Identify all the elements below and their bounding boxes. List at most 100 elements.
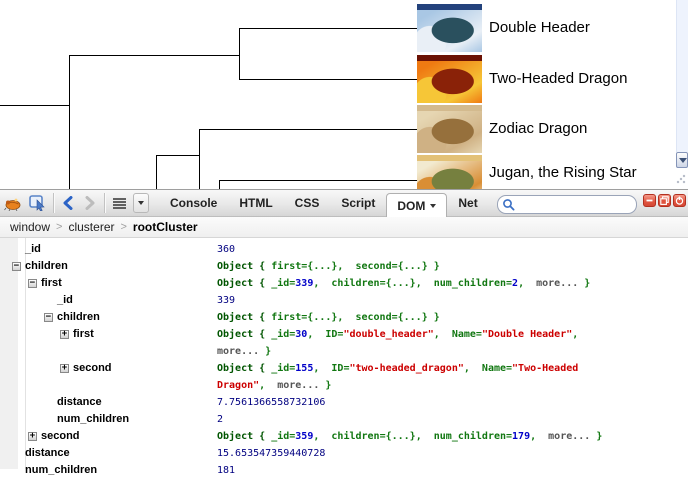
tab-dom[interactable]: DOM <box>386 193 448 217</box>
value-segment: , children={...}, num_children= <box>313 278 513 289</box>
value-segment: 359 <box>295 431 314 442</box>
value-segment: 339 <box>217 295 236 306</box>
dom-member-value[interactable]: Object { first={...}, second={...} } <box>217 258 688 275</box>
detach-button[interactable] <box>658 194 671 207</box>
dom-member-name: distance <box>0 445 217 462</box>
dendrogram-line <box>239 28 240 80</box>
value-segment: _id= <box>271 278 296 289</box>
tab-html[interactable]: HTML <box>228 189 283 217</box>
firebug-menu-button[interactable] <box>1 192 24 214</box>
options-menu-button[interactable] <box>109 192 130 214</box>
tab-label: Console <box>170 196 218 210</box>
value-segment: 2 <box>512 278 519 289</box>
value-segment: , Name= <box>433 329 482 340</box>
expand-icon[interactable]: + <box>28 431 37 441</box>
tab-label: Script <box>341 196 376 210</box>
dom-member-value: 339 <box>217 292 688 309</box>
breadcrumb-item-clusterer[interactable]: clusterer <box>68 220 115 234</box>
toolbar-separator <box>53 193 54 213</box>
close-button[interactable] <box>673 194 686 207</box>
value-segment: 179 <box>512 431 531 442</box>
expand-icon[interactable]: + <box>60 329 69 339</box>
value-segment: more... <box>277 380 320 391</box>
dom-member-value[interactable]: Object { first={...}, second={...} } <box>217 309 688 326</box>
back-button[interactable] <box>58 192 78 214</box>
tab-label: Net <box>458 196 478 210</box>
page-scrollbar[interactable] <box>676 0 688 189</box>
value-segment: "Two-Headed Dragon" <box>217 363 579 391</box>
value-segment: 7.7561366558732106 <box>217 397 326 408</box>
value-segment: _id= <box>271 363 296 374</box>
dom-member-value[interactable]: Object { _id=339, children={...}, num_ch… <box>217 275 688 292</box>
value-segment: 2 <box>217 414 224 425</box>
value-segment: 15.653547359440728 <box>217 448 326 459</box>
dom-member-value[interactable]: Object { _id=155, ID="two-headed_dragon"… <box>217 360 688 394</box>
dom-row[interactable]: + second Object { _id=155, ID="two-headed_… <box>0 360 688 394</box>
member-name-label: _id <box>25 243 41 255</box>
tab-script[interactable]: Script <box>330 189 386 217</box>
value-segment: "two-headed_dragon" <box>349 363 464 374</box>
dom-member-name: _id <box>0 292 217 309</box>
card-name-label: Zodiac Dragon <box>489 120 588 137</box>
breadcrumb-separator: > <box>120 221 127 233</box>
breadcrumb-item-rootCluster[interactable]: rootCluster <box>132 220 198 234</box>
tab-label: DOM <box>397 198 426 213</box>
minimize-button[interactable] <box>643 194 656 207</box>
dom-member-value[interactable]: Object { _id=30, ID="double_header", Nam… <box>217 326 688 360</box>
value-segment: _id= <box>271 431 296 442</box>
value-segment: first={...}, second={...} } <box>271 312 440 323</box>
options-caret-button[interactable] <box>133 193 149 213</box>
dendrogram-line <box>239 79 418 80</box>
dom-row[interactable]: _id 360 <box>0 241 688 258</box>
value-segment: "double_header" <box>343 329 434 340</box>
inspect-button[interactable] <box>26 192 49 214</box>
zodiac-dragon-card-art <box>417 105 482 153</box>
member-name-label: first <box>41 277 62 289</box>
value-segment: Object { <box>217 278 272 289</box>
forward-button[interactable] <box>80 192 100 214</box>
scrollbar-track[interactable] <box>676 0 688 152</box>
dom-member-name: num_children <box>0 462 217 477</box>
dendrogram-line <box>219 180 220 189</box>
dendrogram-line <box>156 155 157 189</box>
value-segment: , children={...}, num_children= <box>313 431 513 442</box>
dendrogram-line <box>239 28 418 29</box>
scrollbar-down-button[interactable] <box>676 152 688 168</box>
search-box[interactable] <box>497 195 637 214</box>
dom-member-value: 7.7561366558732106 <box>217 394 688 411</box>
dom-member-value[interactable]: Object { _id=359, children={...}, num_ch… <box>217 428 688 445</box>
expand-icon[interactable]: + <box>60 363 69 373</box>
tab-console[interactable]: Console <box>159 189 228 217</box>
dom-member-name: −children <box>0 258 217 275</box>
member-name-label: second <box>73 362 112 374</box>
tab-net[interactable]: Net <box>447 189 488 217</box>
collapse-icon[interactable]: − <box>12 261 21 271</box>
resize-grip-icon[interactable] <box>676 174 686 184</box>
window-buttons <box>643 194 686 207</box>
value-segment: } <box>319 380 332 391</box>
breadcrumb-item-window[interactable]: window <box>10 220 51 234</box>
dom-member-name: −first <box>0 275 217 292</box>
collapse-icon[interactable]: − <box>28 278 37 288</box>
chevron-down-icon <box>679 158 687 163</box>
value-segment: , ID= <box>313 363 350 374</box>
collapse-icon[interactable]: − <box>44 312 53 322</box>
dom-row[interactable]: + first Object { _id=30, ID="double_header… <box>0 326 688 360</box>
dom-member-name: _id <box>0 241 217 258</box>
member-name-label: first <box>73 328 94 340</box>
search-input[interactable] <box>515 197 625 212</box>
value-segment: 360 <box>217 244 236 255</box>
tab-css[interactable]: CSS <box>284 189 331 217</box>
